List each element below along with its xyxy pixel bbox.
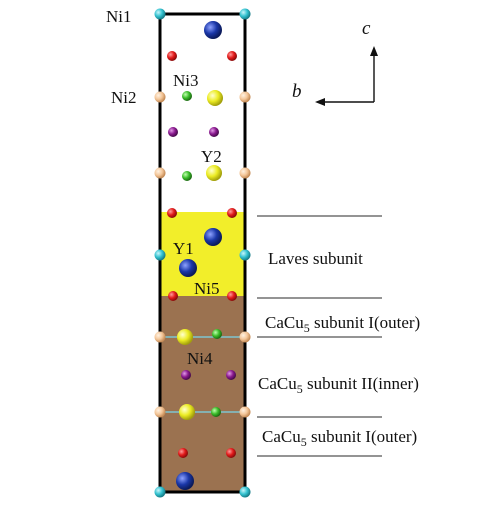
atoms-peach (154, 91, 251, 418)
subunit-separators (257, 215, 382, 457)
label-y2: Y2 (201, 147, 222, 166)
atoms-green (182, 91, 222, 417)
label-y1: Y1 (173, 239, 194, 258)
atoms-yellow (177, 90, 223, 420)
label-laves-subunit: Laves subunit (268, 249, 363, 268)
label-cacu5-outer-top: CaCu5 subunit I(outer) (265, 313, 420, 335)
label-cacu5-outer-bottom: CaCu5 subunit I(outer) (262, 427, 417, 449)
label-ni2: Ni2 (111, 88, 137, 107)
laves-band (160, 212, 245, 296)
atoms-purple (168, 127, 236, 380)
atoms-blue (176, 21, 222, 490)
label-ni4: Ni4 (187, 349, 213, 368)
label-ni5: Ni5 (194, 279, 220, 298)
cacu5-band (160, 296, 245, 492)
label-ni1: Ni1 (106, 7, 132, 26)
axis-label-c: c (362, 18, 371, 39)
bond-lines (160, 336, 245, 413)
label-cacu5-inner: CaCu5 subunit II(inner) (258, 374, 419, 396)
axis-indicator (315, 46, 378, 106)
atoms-red (167, 51, 237, 458)
atoms-cyan (154, 8, 251, 498)
label-ni3: Ni3 (173, 71, 199, 90)
axis-label-b: b (292, 81, 302, 102)
